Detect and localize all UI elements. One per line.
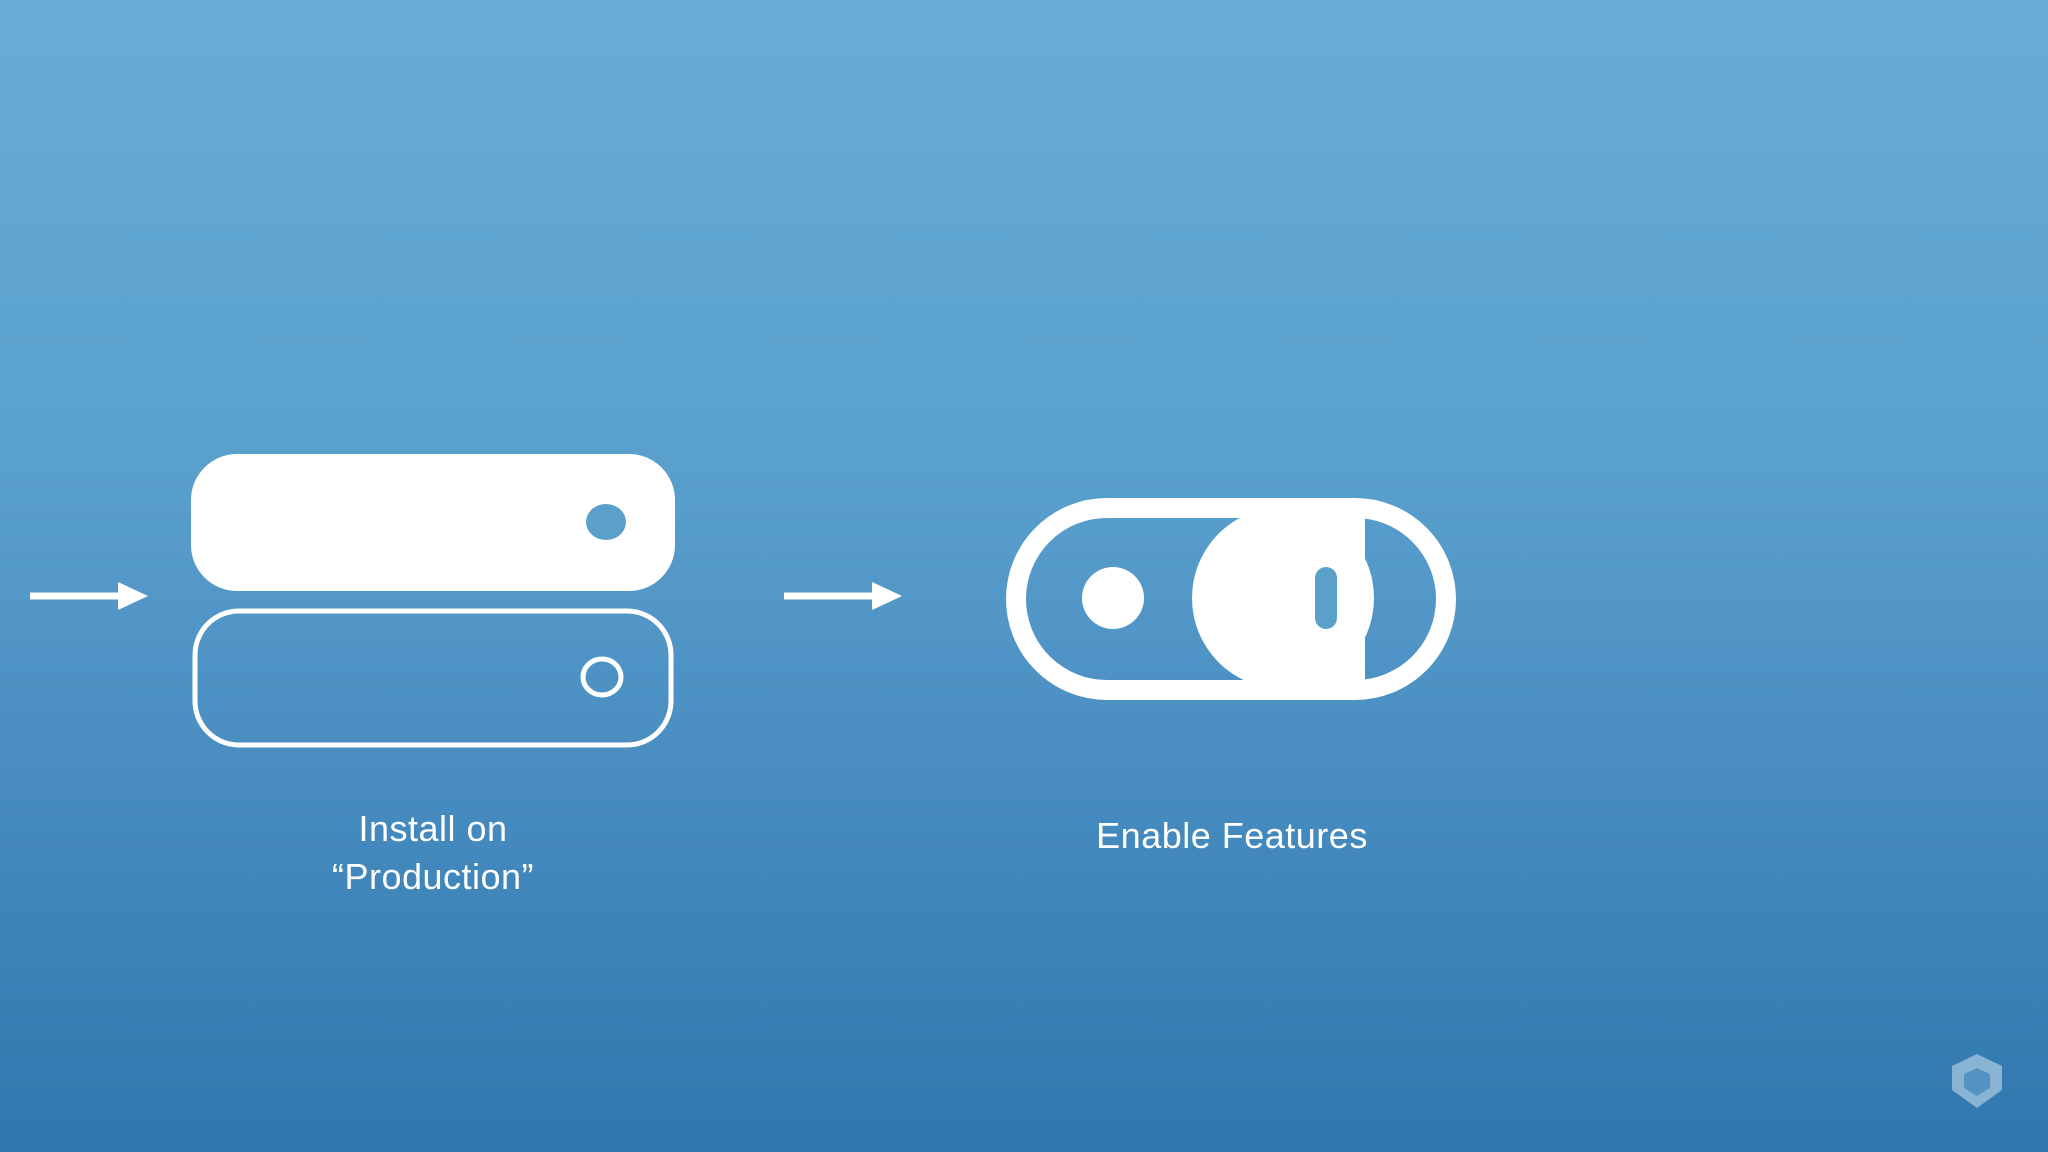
cube-logo-icon (1952, 1054, 2002, 1108)
enable-caption-text: Enable Features (1096, 815, 1368, 856)
arrow-right-icon (30, 582, 148, 610)
server-stack-icon (191, 454, 675, 748)
server-bottom-unit (192, 608, 674, 748)
server-bottom-led (580, 656, 624, 698)
toggle-switch-icon (1006, 498, 1456, 700)
toggle-off-dot (1082, 567, 1144, 629)
toggle-track (1006, 498, 1456, 700)
toggle-on-bar (1315, 567, 1337, 629)
server-top-led (586, 504, 626, 540)
server-top-unit (191, 454, 675, 591)
install-caption: Install on “Production” (233, 805, 633, 901)
install-caption-line1: Install on (358, 808, 508, 849)
enable-caption: Enable Features (1032, 812, 1432, 860)
arrow-right-icon (784, 582, 902, 610)
install-caption-line2: “Production” (331, 856, 535, 897)
